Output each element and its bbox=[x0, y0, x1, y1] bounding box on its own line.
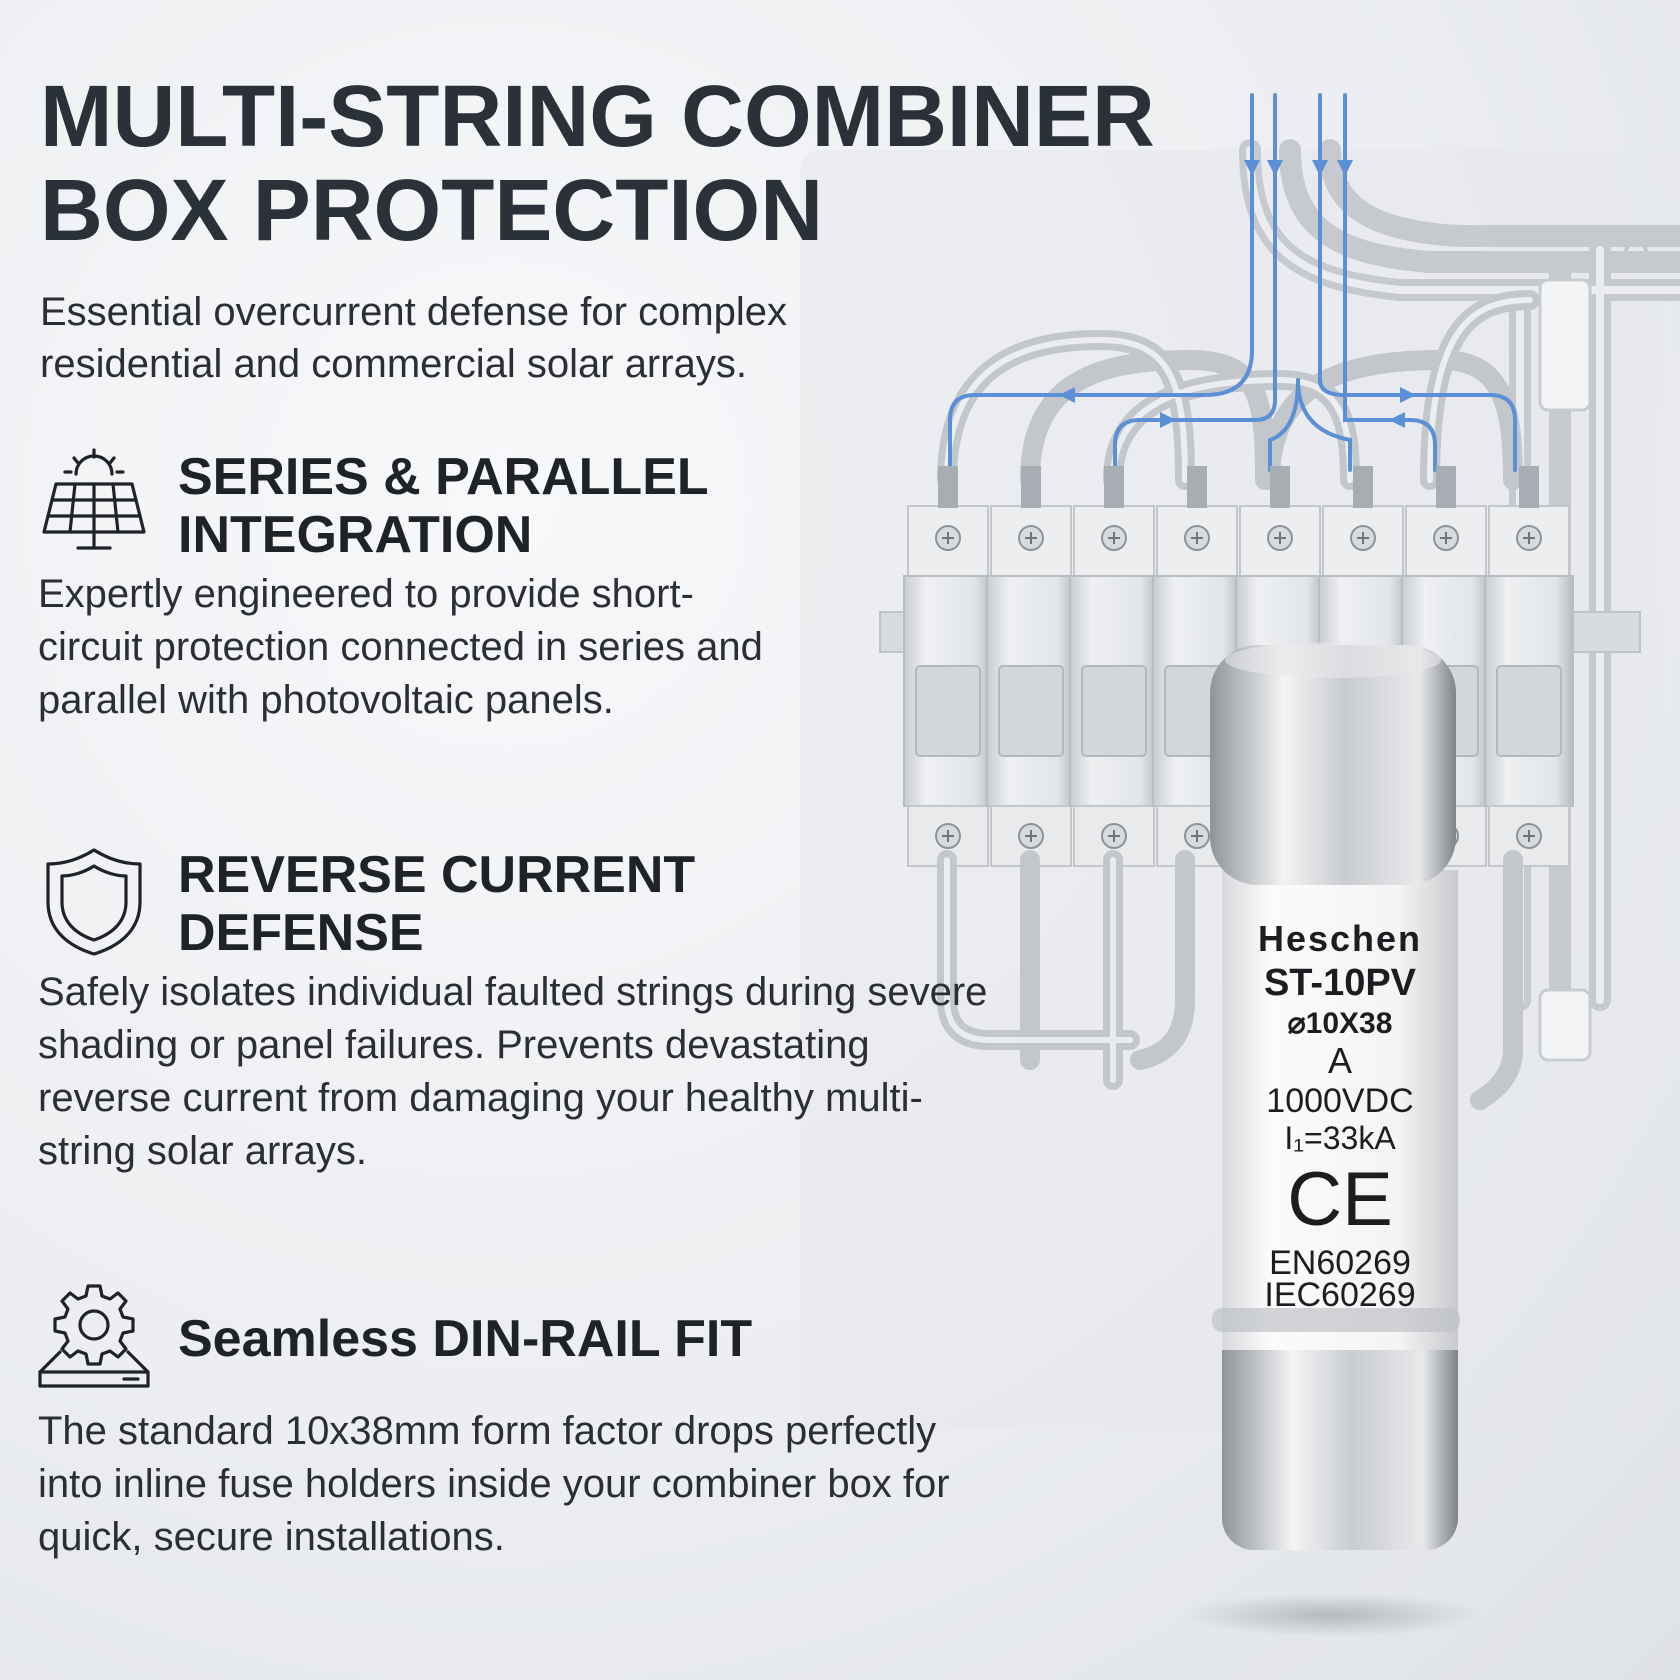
subtitle: Essential overcurrent defense for comple… bbox=[40, 290, 788, 386]
feature-description: The standard 10x38mm form factor drops p… bbox=[38, 1409, 950, 1559]
headline-line-2: BOX PROTECTION bbox=[40, 162, 824, 259]
shield-icon bbox=[46, 848, 142, 956]
copy-column: MULTI-STRING COMBINER BOX PROTECTION Ess… bbox=[40, 68, 1155, 390]
ce-mark: CE bbox=[1287, 1157, 1393, 1242]
feature-title: Seamless DIN-RAIL FIT bbox=[178, 1310, 753, 1368]
headline: MULTI-STRING COMBINER BOX PROTECTION bbox=[40, 68, 1155, 259]
feature-description: Expertly engineered to provide short-cir… bbox=[38, 572, 763, 722]
fuse-cartridge bbox=[1210, 642, 1460, 1550]
fuse-size: ⌀10X38 bbox=[1287, 1007, 1393, 1040]
fuse-model: ST-10PV bbox=[1263, 962, 1417, 1004]
fuse-breaking-capacity: I₁=33kA bbox=[1284, 1120, 1396, 1156]
fuse-holder bbox=[986, 466, 1076, 867]
feature-title: SERIES & PARALLEL INTEGRATION bbox=[178, 448, 708, 564]
fuse-class: A bbox=[1327, 1040, 1352, 1081]
fuse-holder bbox=[1069, 466, 1159, 867]
fuse-brand: Heschen bbox=[1257, 918, 1423, 959]
fuse-holder bbox=[1484, 466, 1574, 867]
fuse-voltage: 1000VDC bbox=[1266, 1082, 1414, 1120]
solar-panel-icon bbox=[42, 448, 146, 550]
gear-device-icon bbox=[38, 1284, 150, 1388]
fuse-standard-en: EN60269 bbox=[1269, 1244, 1411, 1282]
feature-title: REVERSE CURRENT DEFENSE bbox=[178, 846, 696, 962]
features-list: SERIES & PARALLEL INTEGRATION Expertly e… bbox=[38, 0, 1018, 1680]
fuse-standard-iec: IEC60269 bbox=[1264, 1276, 1416, 1314]
feature-description: Safely isolates individual faulted strin… bbox=[38, 970, 988, 1173]
headline-line-1: MULTI-STRING COMBINER bbox=[40, 68, 1155, 165]
